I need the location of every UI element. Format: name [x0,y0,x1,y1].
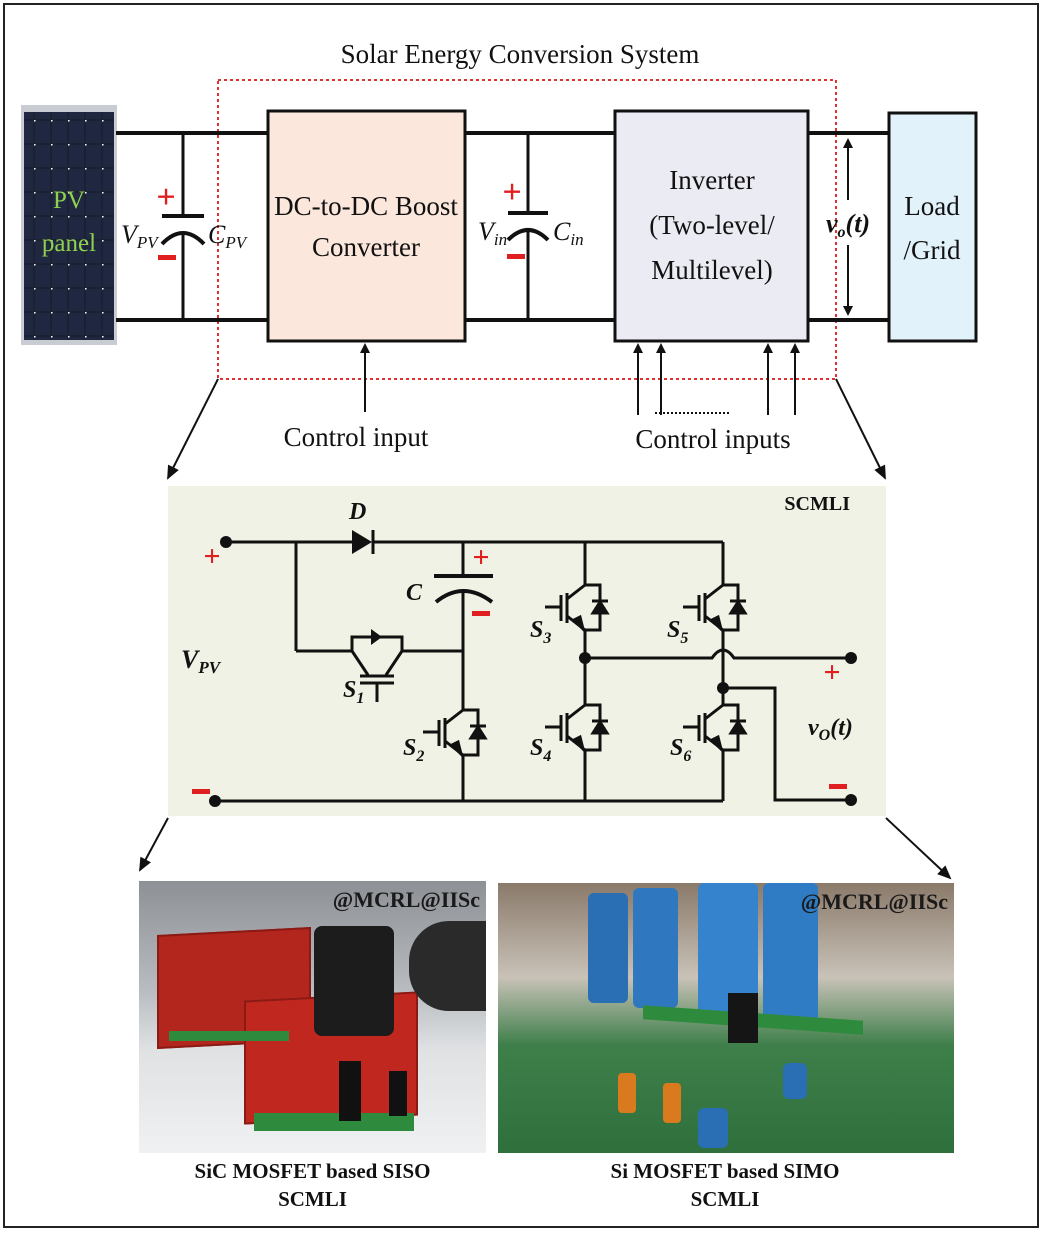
scmli-circuit-panel: SCMLI [168,486,886,816]
cpv-plus: + [156,179,175,216]
cpv-label: CPV [208,220,249,252]
s4-label: S4 [530,735,551,765]
vpv-label: VPV [121,220,160,252]
cin-plus: + [502,174,521,211]
cin-minus [507,254,525,259]
photo-arrow-right [885,817,952,880]
scmli-title: SCMLI [784,493,850,515]
zoom-arrow-right [835,378,886,480]
system-title: Solar Energy Conversion System [341,39,700,69]
cin-label: Cin [553,217,584,249]
system-boundary [217,79,837,380]
inverter-label-2: (Two-level/ [649,210,775,240]
switch-s5 [683,583,748,634]
cpv-minus [158,255,176,260]
caption-1-line-2: SCMLI [278,1187,347,1211]
switch-s4 [545,703,610,754]
pv-panel-label-2: panel [42,230,96,257]
diode-label: D [348,499,366,525]
pv-panel-label-1: PV [53,187,85,214]
cap-minus-sign [472,611,490,616]
cap-plus-sign: + [472,541,489,574]
vo-label: vo(t) [826,209,870,241]
input-plus-sign: + [203,540,220,573]
caption-photo-1: SiC MOSFET based SISO SCMLI [130,1157,495,1213]
cpv-capacitor: + VPV CPV [121,133,249,320]
load-label-1: Load [904,191,960,221]
watermark-2: @MCRL@IISc [800,889,948,914]
capacitor-label: C [406,580,423,606]
control-input-label: Control input [284,422,429,452]
s5-label: S5 [667,617,688,647]
node-s5-s6 [717,682,729,694]
input-minus-sign [192,789,210,794]
input-plus-terminal [220,536,232,548]
boost-label-1: DC-to-DC Boost [274,191,458,221]
photo-arrow-left [139,817,169,872]
s1-label: S1 [343,677,364,707]
inverter-label-1: Inverter [669,165,754,195]
output-minus-terminal [845,794,857,806]
switch-s1 [350,629,404,702]
watermark-1: @MCRL@IISc [332,887,480,912]
photo-si-prototype: @MCRL@IISc [498,883,954,1153]
s3-label: S3 [530,617,551,647]
caption-1-line-1: SiC MOSFET based SISO [194,1159,431,1183]
zoom-arrow-left [167,378,219,480]
photo-sic-prototype: @MCRL@IISc [139,881,486,1153]
vo-indicator: vo(t) [826,138,870,316]
out-minus-sign [829,784,847,789]
out-plus-sign: + [823,656,840,689]
input-minus-terminal [209,795,221,807]
output-plus-terminal [845,652,857,664]
s6-label: S6 [670,735,691,765]
diode-d [352,530,375,554]
pv-panel: PV panel [21,105,117,345]
boost-converter-block: DC-to-DC Boost Converter [266,109,467,343]
main-wires [116,131,889,322]
boost-label-2: Converter [312,232,420,262]
inverter-label-3: Multilevel) [651,255,772,285]
vin-label: Vin [478,217,507,249]
switch-s2 [423,708,488,759]
load-grid-block: Load /Grid [887,111,978,343]
s2-label: S2 [403,735,424,765]
switch-s3 [545,583,610,634]
node-s3-s4 [579,652,591,664]
figure-frame [3,3,1039,1228]
caption-2-line-1: Si MOSFET based SIMO [610,1159,840,1183]
circuit-vo-label: vO(t) [808,715,853,744]
inverter-block: Inverter (Two-level/ Multilevel) [613,109,810,343]
switch-s6 [683,703,748,754]
control-inputs-label: Control inputs [635,424,790,454]
control-arrows [360,343,800,415]
cin-capacitor: + Vin Cin [478,133,584,320]
load-label-2: /Grid [904,235,961,265]
caption-2-line-2: SCMLI [690,1187,760,1211]
caption-photo-2: Si MOSFET based SIMO SCMLI [490,1157,960,1213]
circuit-vpv-label: VPV [181,645,222,677]
